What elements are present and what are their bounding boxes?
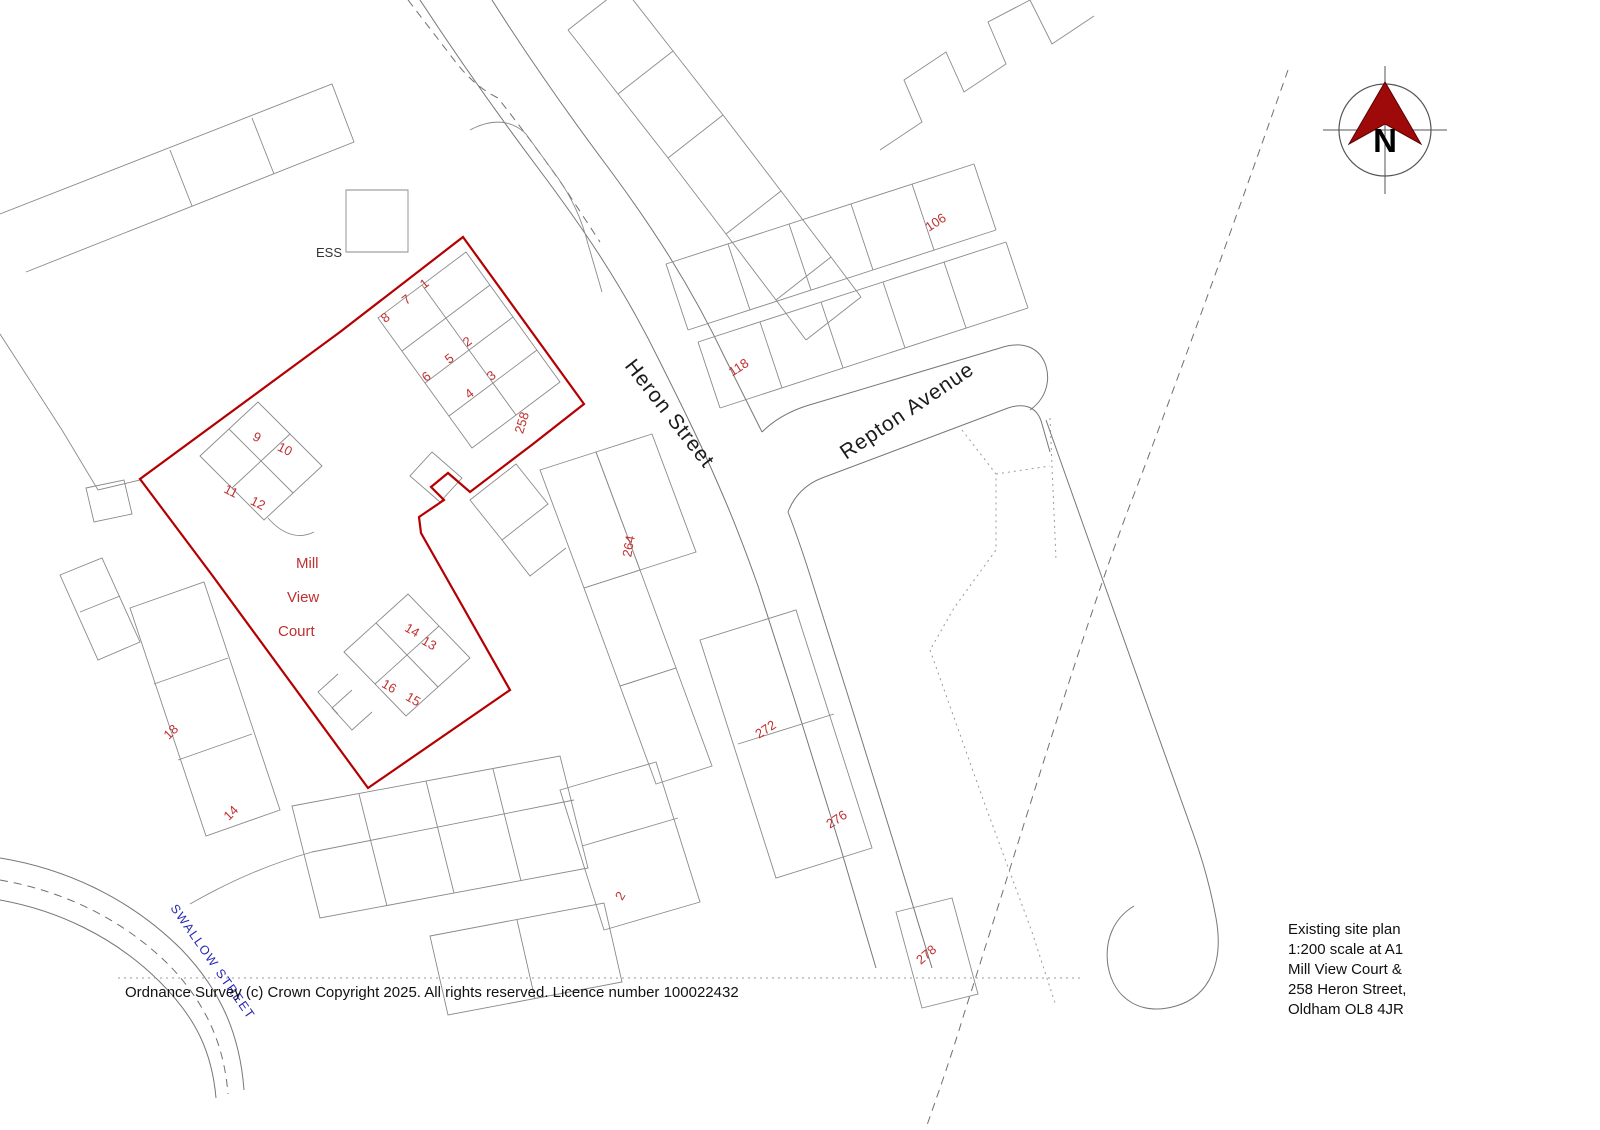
plot-label-18: 18 bbox=[160, 721, 181, 742]
plot-label-10: 10 bbox=[275, 439, 295, 459]
building-outlines bbox=[0, 0, 1095, 1016]
plot-label-16: 16 bbox=[379, 676, 399, 696]
house-label-276: 276 bbox=[823, 807, 849, 831]
site-labels: ESS Mill View Court bbox=[278, 245, 342, 640]
north-arrow-label: N bbox=[1373, 122, 1397, 159]
plot-label-11: 11 bbox=[222, 481, 241, 500]
site-boundary bbox=[138, 235, 586, 790]
house-label-118: 118 bbox=[726, 355, 752, 379]
title-line-2: 1:200 scale at A1 bbox=[1288, 941, 1403, 958]
house-label-258: 258 bbox=[511, 410, 532, 435]
repton-avenue-label: Repton Avenue bbox=[836, 358, 978, 464]
plot-label-14: 14 bbox=[402, 620, 422, 640]
plot-number-labels: 1 7 8 2 5 6 3 4 258 9 10 11 12 14 13 16 … bbox=[160, 275, 532, 823]
house-label-264: 264 bbox=[619, 534, 638, 558]
title-line-4: 258 Heron Street, bbox=[1288, 981, 1406, 998]
boundary-dashed-lines bbox=[0, 0, 1289, 1129]
north-arrow: N bbox=[1323, 66, 1447, 194]
site-name-line-2: View bbox=[287, 589, 319, 606]
plot-label-4: 4 bbox=[462, 385, 477, 401]
ess-building bbox=[345, 189, 409, 253]
plot-label-12: 12 bbox=[248, 493, 268, 513]
house-label-106: 106 bbox=[922, 210, 948, 234]
title-line-3: Mill View Court & bbox=[1288, 961, 1402, 978]
plot-label-9: 9 bbox=[250, 429, 263, 446]
house-label-272: 272 bbox=[752, 717, 778, 741]
plot-label-3: 3 bbox=[484, 367, 499, 383]
parcel-dotted-lines bbox=[118, 417, 1082, 1007]
title-line-5: Oldham OL8 4JR bbox=[1288, 1001, 1404, 1018]
plot-label-13: 13 bbox=[419, 633, 439, 653]
heron-street-label: Heron Street bbox=[620, 355, 719, 472]
site-name-line-3: Court bbox=[278, 623, 316, 640]
plot-label-15: 15 bbox=[403, 689, 423, 709]
plot-label-1: 1 bbox=[417, 275, 432, 291]
plot-label-8: 8 bbox=[378, 309, 393, 325]
road-lines bbox=[0, 0, 1219, 1099]
site-boundary-outline bbox=[138, 235, 586, 790]
swallow-street-label: SWALLOW STREET bbox=[168, 902, 258, 1022]
title-line-1: Existing site plan bbox=[1288, 921, 1401, 938]
plot-label-5: 5 bbox=[442, 350, 457, 366]
ess-label: ESS bbox=[316, 245, 342, 260]
site-name-line-1: Mill bbox=[296, 555, 319, 572]
title-block: Existing site plan 1:200 scale at A1 Mil… bbox=[1288, 921, 1406, 1018]
house-number-labels: 106 118 264 272 276 2 278 bbox=[612, 210, 949, 967]
house-label-2: 2 bbox=[612, 889, 629, 903]
plot-label-7: 7 bbox=[399, 291, 414, 307]
copyright-notice: Ordnance Survey (c) Crown Copyright 2025… bbox=[125, 984, 739, 1001]
footer-text: Ordnance Survey (c) Crown Copyright 2025… bbox=[125, 984, 739, 1001]
north-arrow-pointer bbox=[1347, 81, 1423, 146]
plot-label-14b: 14 bbox=[220, 802, 241, 823]
plot-label-6: 6 bbox=[419, 368, 434, 384]
house-label-278: 278 bbox=[913, 942, 939, 967]
